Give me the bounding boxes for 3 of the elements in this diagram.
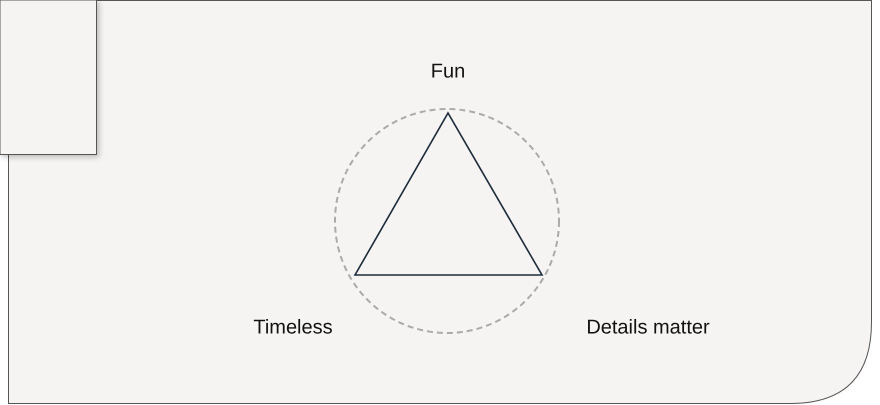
vertex-label: Details matter [586,316,710,340]
vertex-label: Fun [430,60,466,84]
vertex-label: Timeless [253,316,333,340]
